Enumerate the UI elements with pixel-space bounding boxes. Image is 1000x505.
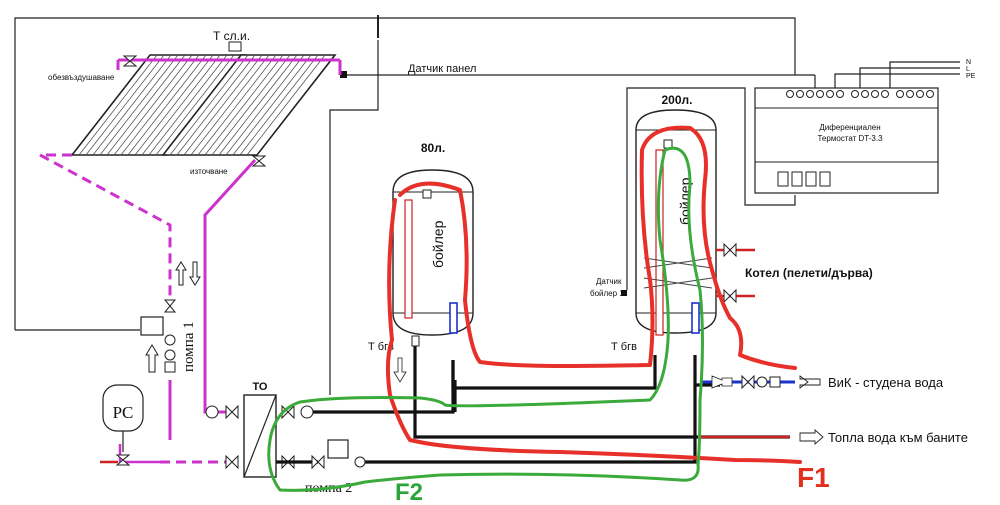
boiler-sensor-line2: бойлер 1	[590, 289, 624, 298]
pump2-body	[327, 439, 349, 459]
drain-valve	[251, 155, 267, 167]
pump2-valve	[311, 454, 325, 470]
boiler-connection: Котел (пелети/дърва)	[716, 242, 873, 304]
cold-water-label: ВиК - студена вода	[828, 375, 944, 390]
tank-80-volume: 80л.	[421, 141, 445, 155]
tank-200-t-bv: Т бгв	[611, 341, 637, 353]
thermostat-label-line1: Диференциален	[819, 123, 880, 132]
label-t-solar: Т сл.и.	[213, 29, 250, 43]
label-deaeration: обезвъздушаване	[48, 73, 115, 82]
mark-f2: F2	[395, 479, 423, 505]
heat-exchanger-label: ТО	[252, 381, 267, 393]
control-wiring	[14, 15, 960, 395]
deaeration-valve	[122, 55, 138, 67]
pump1-group: помпа 1	[140, 299, 197, 373]
cold-water-fittings: ВиК - студена вода	[711, 374, 944, 390]
solar-panel-right	[161, 54, 337, 156]
pump1-valve	[163, 299, 177, 313]
pump2-port	[354, 456, 366, 468]
boiler-heater-label: Котел (пелети/дърва)	[745, 266, 873, 280]
solar-collectors	[70, 41, 347, 156]
to-valve-bottom-left	[225, 454, 239, 470]
thermostat-top-terminals	[786, 90, 934, 98]
tank-200-coil	[643, 257, 713, 289]
differential-thermostat: Диференциален Термостат DT-3.3 N L PE	[754, 59, 976, 194]
tank-80-cold-inlet	[449, 302, 458, 334]
to-port-top-left	[205, 405, 219, 419]
to-port-top-right	[300, 405, 314, 419]
label-drain: източване	[190, 167, 228, 176]
boiler-valve-top	[723, 242, 737, 258]
thermostat-bottom-terminals	[777, 171, 831, 187]
mark-f1: F1	[797, 462, 830, 493]
label-panel-sensor: Датчик панел	[408, 63, 476, 75]
expansion-tank-label: PC	[113, 403, 134, 422]
solar-loop-pipes	[39, 58, 342, 464]
panel-sensor-box	[228, 41, 242, 52]
hot-water-outlet: Топла вода към баните	[799, 429, 968, 445]
terminal-l: L	[966, 66, 970, 73]
pump1-filter	[164, 361, 176, 373]
terminal-n: N	[966, 59, 971, 66]
tank-80: 80л. бойлер Т бгв	[368, 141, 474, 383]
secondary-pipes	[276, 345, 790, 464]
expansion-tank: PC	[102, 384, 144, 466]
tank-200-volume: 200л.	[662, 93, 693, 107]
terminal-pe: PE	[966, 73, 976, 80]
drain-valve-pc	[115, 454, 131, 466]
f1-marker-loop	[385, 125, 802, 464]
tank-80-heater	[404, 199, 413, 319]
pump1-flow-check	[164, 334, 176, 346]
thermostat-label-line2: Термостат DT-3.3	[817, 134, 883, 143]
solar-loop-arrows	[145, 261, 201, 373]
tank-80-boiler-word: бойлер	[430, 220, 446, 268]
to-valve-top-left	[225, 404, 239, 420]
solar-panel-right-tubes	[169, 54, 326, 156]
pump1-body	[140, 316, 164, 336]
boiler-valve-bottom	[723, 288, 737, 304]
f2-marker-loop	[267, 146, 704, 492]
boiler-sensor-line1: Датчик	[596, 277, 622, 286]
tank-200-cold-inlet	[691, 302, 700, 334]
pump1-label: помпа 1	[181, 321, 197, 372]
hot-water-label: Топла вода към баните	[828, 430, 968, 445]
solar-panel-left-tubes	[78, 54, 235, 156]
panel-sensor-node	[340, 71, 347, 78]
pump1-gauge	[164, 349, 176, 361]
